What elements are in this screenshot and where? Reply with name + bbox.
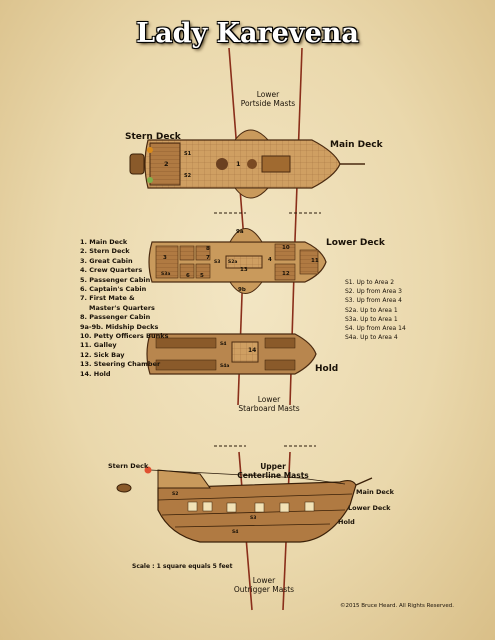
legend-item: 9a-9b. Midship Decks [80, 322, 159, 331]
dash-markers [214, 212, 321, 447]
map-number: 7 [206, 255, 210, 261]
legend-item: 11. Galley [80, 341, 117, 350]
map-number: 11 [311, 258, 319, 264]
legend-item: 1. Main Deck [80, 238, 128, 246]
stairs-item: S3. Up from Area 4 [345, 297, 402, 305]
stairs-item: S1. Up to Area 2 [345, 279, 395, 286]
map-number: S2 [184, 173, 192, 179]
lower-deck-plan [148, 228, 327, 294]
map-number: S4a [220, 364, 230, 369]
map-number: 4 [268, 257, 272, 263]
legend-item: 4. Crew Quarters [80, 266, 143, 275]
map-number: 3 [163, 255, 167, 261]
map-number: S4 [220, 342, 227, 347]
page-title: Lady Karevena [136, 18, 359, 49]
hold-plan [146, 333, 317, 375]
map-number: 14 [248, 347, 257, 354]
legend-item: 8. Passenger Cabin [80, 313, 151, 322]
scale-note: Scale : 1 square equals 5 feet [132, 563, 233, 570]
map-number: 5 [200, 273, 204, 279]
map-number: S3 [214, 260, 221, 265]
side-hold-label: Hold [338, 518, 355, 526]
side-main-deck-label: Main Deck [356, 488, 394, 496]
legend-item: 7. First Mate & [80, 294, 135, 303]
legend-item: 12. Sick Bay [80, 350, 125, 359]
side-view [116, 466, 373, 543]
legend-item: Master's Quarters [89, 303, 155, 312]
map-number: 1 [236, 160, 241, 168]
legend-item: 3. Great Cabin [80, 256, 133, 265]
stairs-item: S4a. Up to Area 4 [345, 334, 398, 342]
main-deck-plan [129, 129, 365, 199]
map-number: S2 [172, 492, 179, 497]
legend-item: 14. Hold [80, 369, 111, 378]
stern-deck-label: Stern Deck [125, 132, 181, 142]
map-number: S2a [228, 260, 238, 265]
map-number: 9b [238, 287, 246, 293]
copyright: ©2015 Bruce Heard. All Rights Reserved. [340, 603, 454, 609]
map-number: 2 [164, 160, 169, 168]
map-number: 8 [206, 246, 210, 252]
map-number: 6 [186, 273, 190, 279]
map-number: S3 [250, 516, 257, 521]
lower-deck-label: Lower Deck [326, 238, 385, 248]
map-number: S3a [161, 272, 171, 277]
legend-item: 13. Steering Chamber [80, 360, 161, 369]
side-stern-deck-label: Stern Deck [108, 462, 149, 470]
stairs-item: S2a. Up to Area 1 [345, 306, 398, 314]
legend-item: 6. Captain's Cabin [80, 285, 147, 294]
hold-label: Hold [315, 364, 339, 374]
map-number: S4 [232, 530, 239, 535]
legend-item: 10. Petty Officers Bunks [80, 332, 169, 341]
map-number: 10 [282, 245, 290, 251]
stairs-item: S3a. Up to Area 1 [345, 315, 398, 323]
side-lower-deck-label: Lower Deck [348, 504, 391, 512]
map-number: 12 [282, 271, 290, 277]
main-deck-label: Main Deck [330, 140, 383, 150]
map-number: 13 [240, 267, 248, 273]
legend-item: 2. Stern Deck [80, 247, 130, 256]
map-number: S1 [184, 151, 192, 157]
stairs-item: S2. Up from Area 3 [345, 288, 402, 296]
map-number: 9a [236, 229, 244, 235]
legend-item: 5. Passenger Cabin [80, 275, 151, 284]
stairs-item: S4. Up from Area 14 [345, 325, 406, 333]
